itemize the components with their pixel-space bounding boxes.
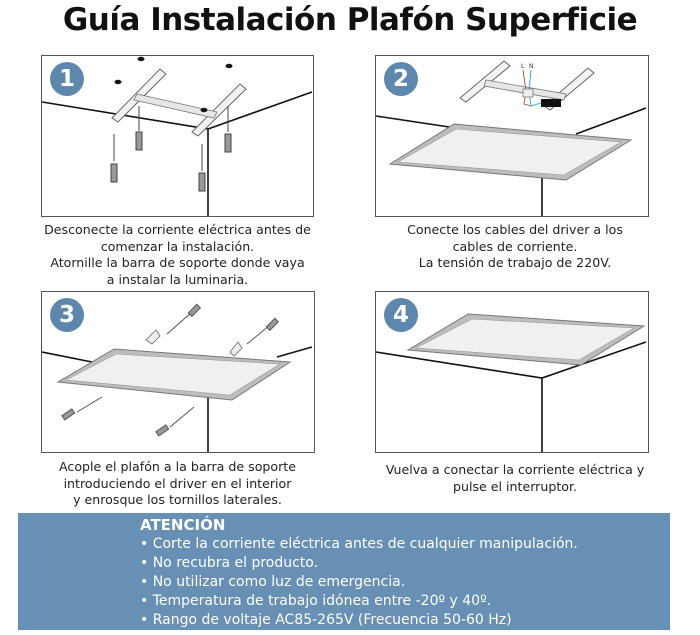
- mount-support-bar-illustration: [42, 56, 313, 216]
- installed-panel-illustration: [376, 313, 647, 452]
- attention-box: ATENCIÓN • Corte la corriente eléctrica …: [18, 513, 670, 630]
- step-2-panel: L N 2: [375, 55, 649, 217]
- caption-line: pulse el interruptor.: [453, 478, 577, 494]
- caption-line: a instalar la luminaria.: [106, 271, 249, 287]
- caption-line: y enrosque los tornillos laterales.: [73, 492, 282, 507]
- step-4-number-badge: 4: [384, 298, 418, 332]
- caption-line: comenzar la instalación.: [100, 238, 255, 254]
- attention-item: • No recubra el producto.: [140, 555, 319, 571]
- caption-line: Conecte los cables del driver a los: [407, 222, 623, 237]
- attention-item: • Temperatura de trabajo idónea entre -2…: [140, 593, 492, 609]
- attention-item: • Rango de voltaje AC85-265V (Frecuencia…: [140, 612, 512, 628]
- caption-line: Desconecte la corriente eléctrica antes …: [44, 222, 311, 237]
- neutral-wire-label: N: [529, 63, 534, 70]
- attach-panel-screws-illustration: [42, 303, 313, 452]
- caption-line: Vuelva a conectar la corriente eléctrica…: [385, 462, 645, 477]
- caption-line: Acople el plafón a la barra de soporte: [59, 459, 296, 474]
- step-3-number-badge: 3: [50, 298, 84, 332]
- caption-line: Atornille la barra de soporte donde vaya: [50, 255, 305, 270]
- caption-line: introduciendo el driver en el interior: [63, 475, 292, 491]
- attention-title: ATENCIÓN: [140, 516, 226, 534]
- attention-item: • No utilizar como luz de emergencia.: [140, 574, 406, 590]
- live-wire-label: L: [521, 63, 525, 70]
- step-4-panel: 4: [375, 291, 649, 453]
- step-4-caption: Vuelva a conectar la corriente eléctrica…: [345, 462, 685, 495]
- step-3-caption: Acople el plafón a la barra de soporte i…: [10, 459, 345, 509]
- caption-line: cables de corriente.: [452, 238, 578, 254]
- connect-driver-cables-illustration: L N: [376, 60, 647, 216]
- attention-item: • Corte la corriente eléctrica antes de …: [140, 536, 578, 552]
- step-1-number-badge: 1: [50, 62, 84, 96]
- step-1-caption: Desconecte la corriente eléctrica antes …: [10, 222, 345, 288]
- page-title: Guía Instalación Plafón Superficie: [62, 2, 638, 38]
- step-2-caption: Conecte los cables del driver a los cabl…: [345, 222, 685, 272]
- caption-line: La tensión de trabajo de 220V.: [418, 255, 612, 270]
- step-3-panel: 3: [41, 291, 315, 453]
- step-1-panel: 1: [41, 55, 314, 217]
- step-2-number-badge: 2: [384, 62, 418, 96]
